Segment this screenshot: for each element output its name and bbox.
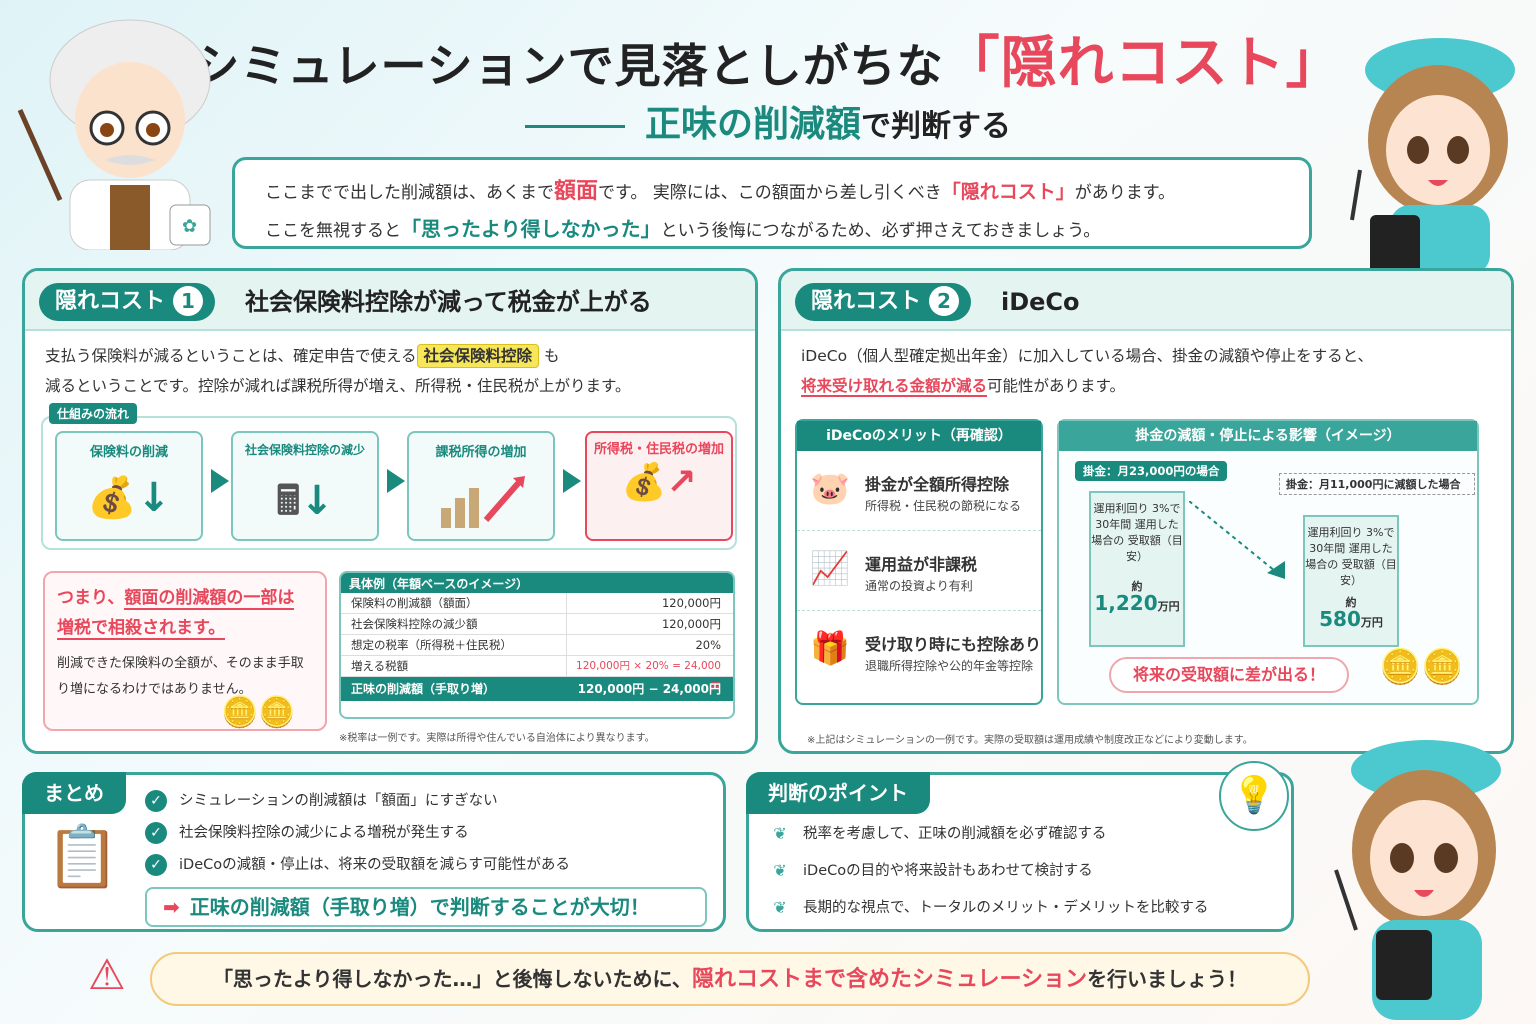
list-item: ❦長期的な視点で、トータルのメリット・デメリットを比較する	[769, 889, 1208, 926]
offset-note-box: つまり、額面の削減額の一部は 増税で相殺されます。 削減できた保険料の全額が、そ…	[43, 571, 327, 731]
example-table: 具体例（年額ベースのイメージ） 保険料の削減額（額面）120,000円 社会保険…	[339, 571, 735, 719]
arrow-right-icon	[387, 469, 405, 493]
merit-item: 🐷 掛金が全額所得控除 所得税・住民税の節税になる	[797, 451, 1041, 531]
check-icon: ✓	[145, 854, 167, 876]
panel-title: 社会保険料控除が減って税金が上がる	[245, 288, 652, 316]
merit-header: iDeCoのメリット（再確認）	[797, 421, 1041, 451]
impact-header: 掛金の減額・停止による影響（イメージ）	[1059, 421, 1477, 451]
difference-callout: 将来の受取額に差が出る！	[1109, 657, 1349, 693]
arrow-right-icon	[563, 469, 581, 493]
merit-item: 🎁 受け取り時にも控除あり 退職所得控除や公的年金等控除	[797, 611, 1041, 691]
list-item: ✓社会保険料控除の減少による増税が発生する	[145, 817, 570, 849]
coins-icon: 🪙🪙	[221, 695, 296, 730]
intro-line-1: ここまでで出した削減額は、あくまで額面です。 実際には、この額面から差し引くべき…	[265, 179, 1176, 204]
simulation-note: ※上記はシミュレーションの一例です。実際の受取額は運用成績や制度改正などにより変…	[807, 735, 1253, 746]
key-message: ➡正味の削減額（手取り増）で判断することが大切！	[145, 887, 707, 927]
warning-icon: ⚠	[88, 950, 126, 999]
panel-title: iDeCo	[1001, 288, 1080, 316]
clipboard-icon: 📋	[45, 822, 120, 892]
calculator-icon: 🖩↓	[276, 478, 334, 524]
money-bag-up-icon: 💰↗	[621, 462, 697, 503]
page-title: シミュレーションで見落としがちな「隠れコスト」	[193, 31, 1343, 96]
arrow-right-icon: ➡	[163, 895, 180, 919]
svg-text:✿: ✿	[182, 216, 197, 237]
contribution-impact-box: 掛金の減額・停止による影響（イメージ） 掛金：月23,000円の場合 掛金：月1…	[1057, 419, 1479, 705]
table-row: 想定の税率（所得税＋住民税）20%	[341, 635, 733, 656]
lightbulb-icon: 💡	[1219, 761, 1289, 831]
table-row: 保険料の削減額（額面）120,000円	[341, 593, 733, 614]
list-item: ❦税率を考慮して、正味の削減額を必ず確認する	[769, 815, 1208, 852]
professor-illustration: ✿	[10, 10, 230, 251]
ideco-merit-box: iDeCoのメリット（再確認） 🐷 掛金が全額所得控除 所得税・住民税の節税にな…	[795, 419, 1043, 705]
table-header: 具体例（年額ベースのイメージ）	[341, 573, 733, 593]
girl-illustration-top	[1330, 20, 1536, 275]
judgment-points-panel: 判断のポイント 💡 ❦税率を考慮して、正味の削減額を必ず確認する ❦iDeCoの…	[746, 761, 1294, 932]
list-item: ✓シミュレーションの削減額は「額面」にすぎない	[145, 785, 570, 817]
flow-step-deduction-decrease: 社会保険料控除の減少 🖩↓	[231, 431, 379, 541]
summary-list: ✓シミュレーションの削減額は「額面」にすぎない ✓社会保険料控除の減少による増税…	[145, 785, 570, 881]
bottom-banner: 「思ったより得しなかった…」と後悔しないために、隠れコストまで含めたシミュレーシ…	[150, 952, 1310, 1006]
summary-tag: まとめ	[22, 772, 126, 814]
flow-step-tax-increase: 所得税・住民税の増加 💰↗	[585, 431, 733, 541]
list-item: ✓iDeCoの減額・停止は、将来の受取額を減らす可能性がある	[145, 849, 570, 881]
check-icon: ✓	[145, 790, 167, 812]
list-item: ❦iDeCoの目的や将来設計もあわせて検討する	[769, 852, 1208, 889]
panel-description: 支払う保険料が減るということは、確定申告で使える社会保険料控除 も 減るというこ…	[45, 341, 745, 401]
flow-step-taxable-income-increase: 課税所得の増加	[407, 431, 555, 541]
bar-chart-up-icon	[409, 470, 553, 534]
judgment-tag: 判断のポイント	[746, 772, 930, 814]
decrease-line-icon	[1189, 501, 1285, 579]
arrow-right-icon	[211, 469, 229, 493]
flow-step-premium-cut: 保険料の削減 💰↓	[55, 431, 203, 541]
judgment-list: ❦税率を考慮して、正味の削減額を必ず確認する ❦iDeCoの目的や将来設計もあわ…	[769, 815, 1208, 926]
sprout-icon: ❦	[773, 897, 787, 917]
flow-box	[41, 416, 737, 550]
intro-line-2: ここを無視すると「思ったより得しなかった」という後悔につながるため、必ず押さえて…	[265, 217, 1101, 241]
sprout-icon: ❦	[773, 860, 787, 880]
table-total-row: 正味の削減額（手取り増）120,000円 − 24,000円 = 96,000円	[341, 677, 733, 717]
intro-bubble: ここまでで出した削減額は、あくまで額面です。 実際には、この額面から差し引くべき…	[232, 157, 1312, 249]
case-b-label: 掛金：月11,000円に減額した場合	[1279, 473, 1475, 495]
piggy-bank-icon: 🐷	[810, 469, 850, 507]
growth-chart-icon: 📈	[810, 549, 850, 587]
summary-panel: まとめ 📋 ✓シミュレーションの削減額は「額面」にすぎない ✓社会保険料控除の減…	[22, 772, 726, 932]
tax-rate-note: ※税率は一例です。実際は所得や住んでいる自治体により異なります。	[339, 733, 655, 744]
coins-icon: 🪙🪙	[1379, 647, 1464, 687]
sprout-icon: ❦	[773, 823, 787, 843]
flow-tag: 仕組みの流れ	[49, 403, 138, 424]
panel-description: iDeCo（個人型確定拠出年金）に加入している場合、掛金の減額や停止をすると、 …	[801, 347, 1374, 397]
bar-case-b: 運用利回り 3%で30年間 運用した場合の 受取額（目安） 約 580万円	[1303, 515, 1399, 647]
check-icon: ✓	[145, 822, 167, 844]
girl-illustration-bottom	[1316, 730, 1526, 1020]
money-bag-icon: 💰↓	[87, 475, 171, 521]
page-subtitle: 正味の削減額で判断する	[0, 95, 1536, 147]
bar-case-a: 運用利回り 3%で30年間 運用した場合の 受取額（目安） 約 1,220万円	[1089, 491, 1185, 647]
case-a-label: 掛金：月23,000円の場合	[1075, 461, 1228, 481]
merit-item: 📈 運用益が非課税 通常の投資より有利	[797, 531, 1041, 611]
gift-icon: 🎁	[810, 629, 850, 667]
